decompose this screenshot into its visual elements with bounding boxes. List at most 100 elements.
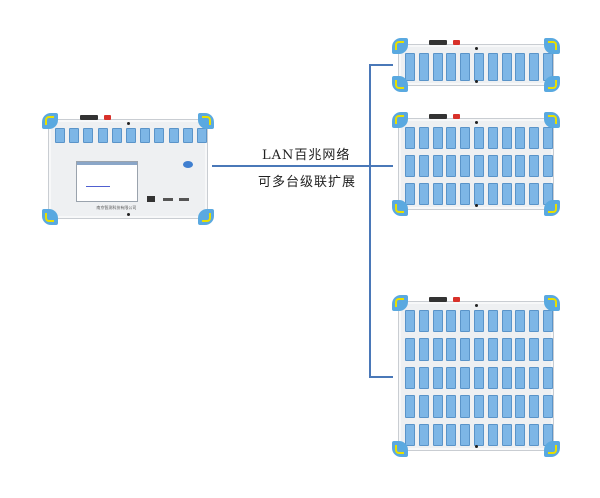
channel-module (432, 155, 443, 177)
channel-module (446, 310, 457, 333)
channel-module (460, 155, 471, 177)
channel-module (529, 423, 540, 446)
channel-module (446, 395, 457, 418)
channel-module (418, 127, 429, 149)
channel-module (432, 366, 443, 390)
channel-module (515, 183, 526, 205)
device-panel (398, 301, 554, 451)
screw (475, 121, 478, 124)
corner-bumper (544, 38, 560, 54)
channel-module (460, 127, 471, 149)
channel-module (543, 395, 553, 418)
screw (127, 122, 130, 125)
channel-module (474, 183, 484, 205)
corner-bumper (392, 200, 408, 216)
power-switch-icon (452, 114, 460, 119)
channel-module (474, 395, 484, 418)
channel-module (474, 53, 484, 81)
channel-module (501, 310, 512, 333)
channel-module (83, 128, 94, 144)
channel-module (487, 183, 498, 205)
channel-module (126, 128, 136, 144)
channel-module (487, 366, 498, 390)
serial-port (178, 198, 189, 202)
corner-bumper (392, 38, 408, 54)
channel-module (529, 127, 540, 149)
screen-titlebar (76, 162, 137, 166)
channel-module (487, 423, 498, 446)
link-label-top: LAN百兆网络 (262, 148, 351, 163)
channel-module (515, 310, 526, 333)
channel-module (432, 338, 443, 361)
main-controller: 南京智测科技有限公司 (42, 113, 214, 225)
branch-unit-3 (369, 376, 393, 378)
corner-bumper (544, 112, 560, 128)
device-panel: 南京智测科技有限公司 (48, 119, 208, 219)
channel-module (515, 127, 526, 149)
corner-bumper (544, 76, 560, 92)
channel-module (446, 183, 457, 205)
handle (428, 297, 447, 302)
channel-module (529, 338, 540, 361)
channel-module (432, 423, 443, 446)
handle (79, 115, 98, 120)
corner-bumper (392, 112, 408, 128)
screw (475, 304, 478, 307)
logo-icon (183, 161, 194, 169)
channel-module (515, 366, 526, 390)
channel-module (460, 338, 471, 361)
channel-module (501, 423, 512, 446)
screen-plot-line (85, 186, 110, 188)
channel-module (154, 128, 165, 144)
channel-module (405, 155, 415, 177)
corner-bumper (42, 113, 58, 129)
channel-module (501, 338, 512, 361)
channel-module (405, 423, 415, 446)
channel-module (405, 53, 415, 81)
channel-module (168, 128, 179, 144)
channel-module (405, 310, 415, 333)
power-switch-icon (103, 115, 111, 120)
channel-module (197, 128, 207, 144)
channel-module (501, 395, 512, 418)
channel-module (446, 53, 457, 81)
channel-module (418, 155, 429, 177)
channel-module (460, 183, 471, 205)
corner-bumper (198, 209, 214, 225)
device-panel (398, 118, 554, 210)
channel-module (405, 183, 415, 205)
channel-module (501, 183, 512, 205)
corner-bumper (392, 295, 408, 311)
channel-module (543, 127, 553, 149)
channel-module (487, 338, 498, 361)
channel-module (515, 338, 526, 361)
channel-module (446, 155, 457, 177)
channel-module (474, 310, 484, 333)
channel-module (111, 128, 122, 144)
channel-module (405, 127, 415, 149)
expansion-unit-1 (392, 38, 560, 92)
handle (428, 114, 447, 119)
branch-unit-1 (369, 64, 393, 66)
screw (127, 213, 130, 216)
channel-module (182, 128, 193, 144)
channel-module (460, 423, 471, 446)
channel-module (501, 155, 512, 177)
channel-module (474, 423, 484, 446)
channel-module (474, 127, 484, 149)
channel-module (418, 423, 429, 446)
corner-bumper (198, 113, 214, 129)
corner-bumper (392, 441, 408, 457)
screw (475, 80, 478, 83)
channel-module (487, 395, 498, 418)
channel-module (460, 310, 471, 333)
channel-module (543, 338, 553, 361)
footer-text: 南京智测科技有限公司 (96, 205, 137, 211)
channel-module (474, 338, 484, 361)
corner-bumper (544, 295, 560, 311)
channel-module (69, 128, 80, 144)
corner-bumper (544, 441, 560, 457)
channel-module (418, 53, 429, 81)
link-horizontal (212, 165, 392, 167)
channel-module (97, 128, 108, 144)
